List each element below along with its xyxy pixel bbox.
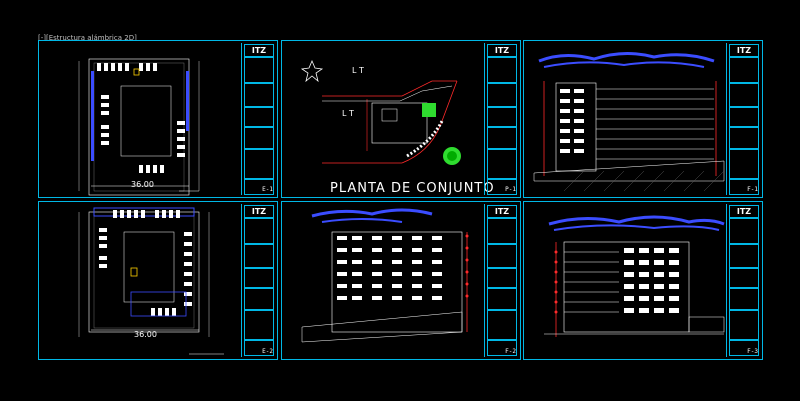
title-block-cell — [729, 268, 759, 288]
title-block-cell — [244, 340, 274, 356]
svg-text:L T: L T — [352, 66, 364, 75]
title-block: ITZ E-1 — [241, 43, 276, 195]
dimension-label: 36.00 — [134, 330, 157, 339]
title-block-cell — [244, 179, 274, 195]
title-block-cell — [487, 310, 517, 340]
drawing-sheet-elevation-1[interactable]: ITZ F-1 — [523, 40, 763, 198]
title-block-cell — [729, 340, 759, 356]
title-block: ITZ F-3 — [726, 204, 761, 357]
title-block-logo: ITZ — [244, 205, 274, 218]
title-block-logo: ITZ — [729, 205, 759, 218]
svg-text:L T: L T — [342, 109, 354, 118]
site-plan-title: PLANTA DE CONJUNTO — [330, 181, 495, 196]
title-block-cell — [487, 57, 517, 83]
title-block: ITZ P-1 — [484, 43, 519, 195]
title-block: ITZ E-2 — [241, 204, 276, 357]
title-block-logo: ITZ — [244, 44, 274, 57]
sheet-number: E-2 — [262, 348, 273, 355]
drawing-sheet-elevation-2[interactable]: ITZ F-2 — [281, 201, 521, 360]
sheet-number: F-1 — [747, 186, 758, 193]
title-block-cell — [244, 218, 274, 244]
title-block-cell — [729, 127, 759, 149]
title-block-cell — [487, 268, 517, 288]
title-block-cell — [244, 107, 274, 127]
site-plan-drawing: L T L T — [300, 59, 461, 165]
title-block-cell — [729, 218, 759, 244]
title-block-cell — [729, 288, 759, 310]
dimension-label: 36.00 — [131, 180, 154, 189]
title-block-cell — [244, 288, 274, 310]
drawing-sheet-site-plan[interactable]: L T L T PLANTA DE CONJUNTO ITZ P-1 — [281, 40, 521, 198]
title-block-cell — [487, 107, 517, 127]
elevation-drawing — [301, 208, 469, 343]
title-block-cell — [487, 149, 517, 179]
title-block: ITZ F-2 — [484, 204, 519, 357]
title-block-cell — [487, 340, 517, 356]
title-block-cell — [729, 310, 759, 340]
elevation-drawing — [533, 52, 725, 192]
title-block-cell — [729, 57, 759, 83]
title-block-cell — [729, 179, 759, 195]
basement-plan-drawing — [78, 58, 200, 196]
drawing-sheet-basement-plan-2[interactable]: 36.00 ITZ E-2 — [38, 201, 278, 360]
sheet-number: P-1 — [505, 186, 516, 193]
title-block-cell — [244, 310, 274, 340]
title-block-cell — [244, 268, 274, 288]
elevation-drawing — [544, 215, 725, 337]
title-block-cell — [244, 127, 274, 149]
title-block-cell — [487, 83, 517, 107]
title-block-cell — [487, 218, 517, 244]
sheet-number: F-3 — [747, 348, 758, 355]
title-block-cell — [729, 107, 759, 127]
title-block-cell — [729, 83, 759, 107]
title-block-cell — [487, 179, 517, 195]
drawing-sheet-elevation-3[interactable]: ITZ F-3 — [523, 201, 763, 360]
title-block-cell — [244, 149, 274, 179]
title-block-logo: ITZ — [487, 205, 517, 218]
title-block-cell — [244, 83, 274, 107]
title-block-cell — [244, 244, 274, 268]
title-block-cell — [244, 57, 274, 83]
title-block-cell — [729, 244, 759, 268]
drawing-sheet-basement-plan-1[interactable]: 36.00 ITZ E-1 — [38, 40, 278, 198]
title-block-logo: ITZ — [487, 44, 517, 57]
basement-plan-drawing — [78, 207, 224, 355]
sheet-number: E-1 — [262, 186, 273, 193]
title-block-cell — [487, 244, 517, 268]
viewport-label[interactable]: [-][Estructura alámbrica 2D] — [38, 34, 137, 42]
title-block-cell — [487, 288, 517, 310]
title-block-logo: ITZ — [729, 44, 759, 57]
title-block-cell — [729, 149, 759, 179]
sheet-number: F-2 — [505, 348, 516, 355]
title-block-cell — [487, 127, 517, 149]
title-block: ITZ F-1 — [726, 43, 761, 195]
